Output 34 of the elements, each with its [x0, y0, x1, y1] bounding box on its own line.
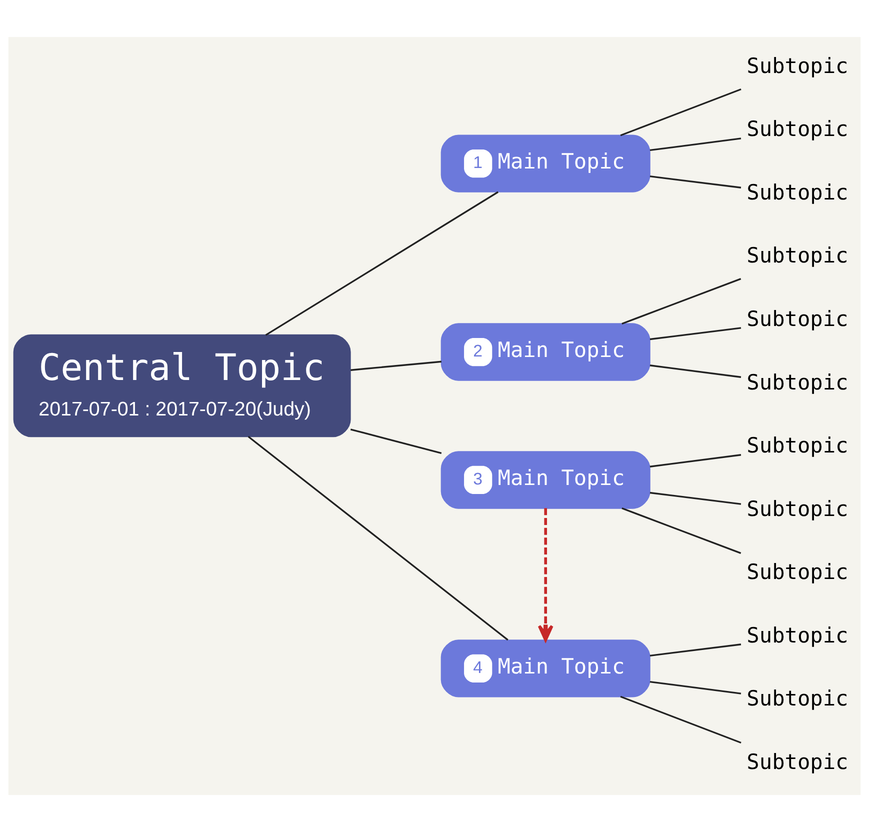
node-text: Subtopic — [746, 685, 848, 710]
node-text: Subtopic — [746, 622, 848, 647]
connector — [265, 190, 498, 336]
connector — [248, 435, 508, 640]
connector — [650, 454, 742, 467]
connector — [620, 88, 742, 136]
node-text: Subtopic — [746, 305, 848, 330]
node-text: Subtopic — [746, 748, 848, 774]
node-text: Subtopic — [746, 432, 848, 458]
node-text: Subtopic — [746, 495, 848, 520]
node-text: Subtopic — [746, 52, 848, 78]
node-box: 2 Main Topic — [440, 322, 650, 380]
connector — [650, 137, 742, 151]
connector — [620, 695, 742, 744]
node-box: Central Topic 2017-07-01 : 2017-07-20(Judy) — [13, 334, 351, 437]
arrow — [538, 508, 554, 641]
connector — [622, 506, 742, 554]
node-text: Subtopic — [746, 178, 848, 204]
node-text: Subtopic — [746, 242, 848, 268]
node-text: Subtopic — [746, 116, 848, 141]
connector — [650, 643, 742, 656]
node-box: 4 Main Topic — [440, 639, 650, 697]
connector — [622, 278, 742, 324]
connector — [350, 428, 442, 454]
connector — [650, 491, 742, 504]
connector — [650, 364, 742, 378]
node-text: Subtopic — [746, 558, 848, 584]
connector — [650, 326, 742, 340]
connector — [650, 175, 742, 188]
node-text: Subtopic — [746, 368, 848, 394]
node-box: 3 Main Topic — [440, 450, 650, 508]
connector — [350, 360, 442, 370]
node-box: 1 Main Topic — [440, 134, 650, 192]
connector — [650, 680, 742, 694]
